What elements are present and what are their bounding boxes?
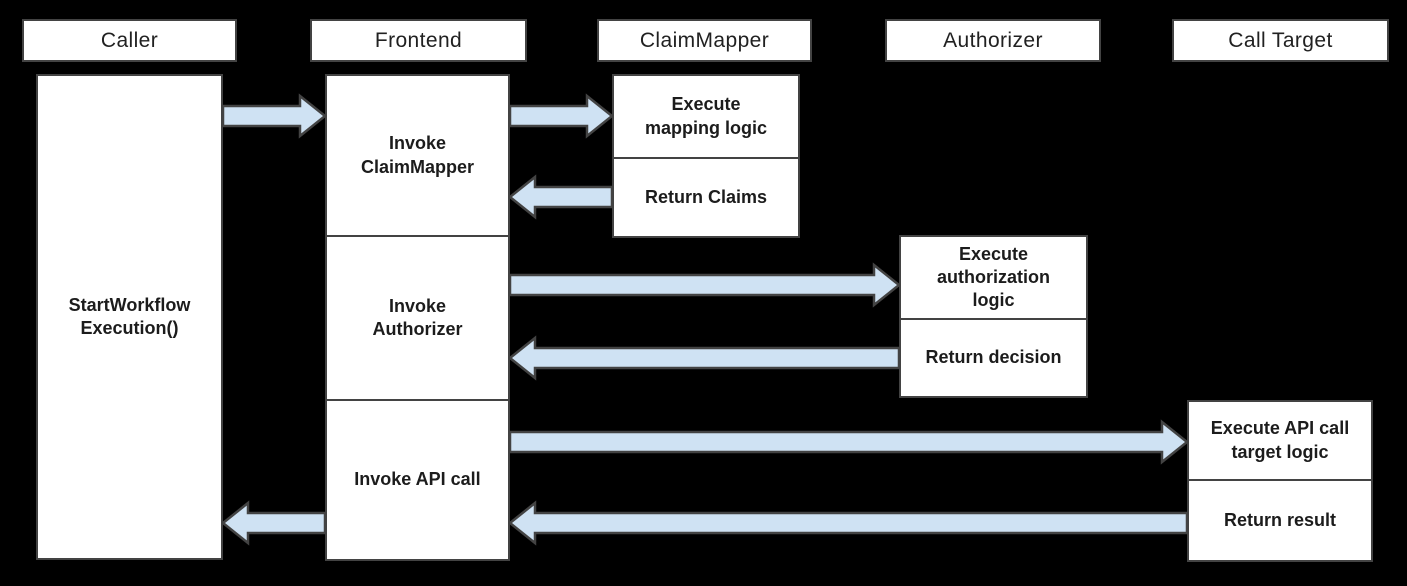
arrow-frontend-to-authorizer [508, 262, 902, 308]
arrow-caller-to-frontend [221, 93, 328, 139]
activity-calltarget-execute-api-call-target-logic: Execute API call target logic [1187, 400, 1373, 481]
activity-authorizer-execute-authorization-logic: Execute authorization logic [899, 235, 1088, 320]
activity-calltarget-return-result: Return result [1187, 479, 1373, 562]
activity-claimmapper-execute-mapping-logic: Execute mapping logic [612, 74, 800, 159]
lane-header-frontend: Frontend [310, 19, 527, 62]
arrow-frontend-to-claimmapper [508, 93, 615, 139]
activity-frontend-invoke-claimmapper: Invoke ClaimMapper [325, 74, 510, 237]
arrow-frontend-to-caller [220, 500, 327, 546]
activity-authorizer-return-decision: Return decision [899, 318, 1088, 398]
arrow-authorizer-to-frontend [507, 335, 901, 381]
activity-claimmapper-return-claims: Return Claims [612, 157, 800, 238]
activity-frontend-invoke-authorizer: Invoke Authorizer [325, 235, 510, 401]
lane-header-caller: Caller [22, 19, 237, 62]
lane-header-calltarget: Call Target [1172, 19, 1389, 62]
activity-caller-startworkflowexecution: StartWorkflow Execution() [36, 74, 223, 560]
arrow-frontend-to-calltarget [508, 419, 1190, 465]
lane-header-claimmapper: ClaimMapper [597, 19, 812, 62]
activity-frontend-invoke-api-call: Invoke API call [325, 399, 510, 561]
lane-header-authorizer: Authorizer [885, 19, 1101, 62]
arrow-claimmapper-to-frontend [507, 174, 614, 220]
arrow-calltarget-to-frontend [507, 500, 1189, 546]
